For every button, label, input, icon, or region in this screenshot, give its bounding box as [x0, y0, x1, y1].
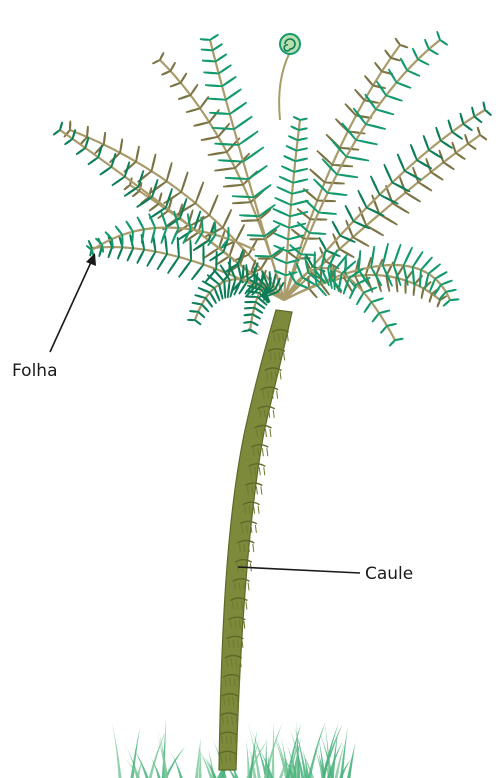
fern-stem: [219, 310, 292, 770]
stem-pointer-line: [238, 567, 360, 573]
leaf-pointer-line: [50, 260, 92, 352]
leaf-label: Folha: [12, 361, 58, 381]
stem-label: Caule: [365, 564, 413, 584]
fiddlehead-coil-icon: [279, 34, 300, 120]
fern-crown: [53, 31, 491, 346]
